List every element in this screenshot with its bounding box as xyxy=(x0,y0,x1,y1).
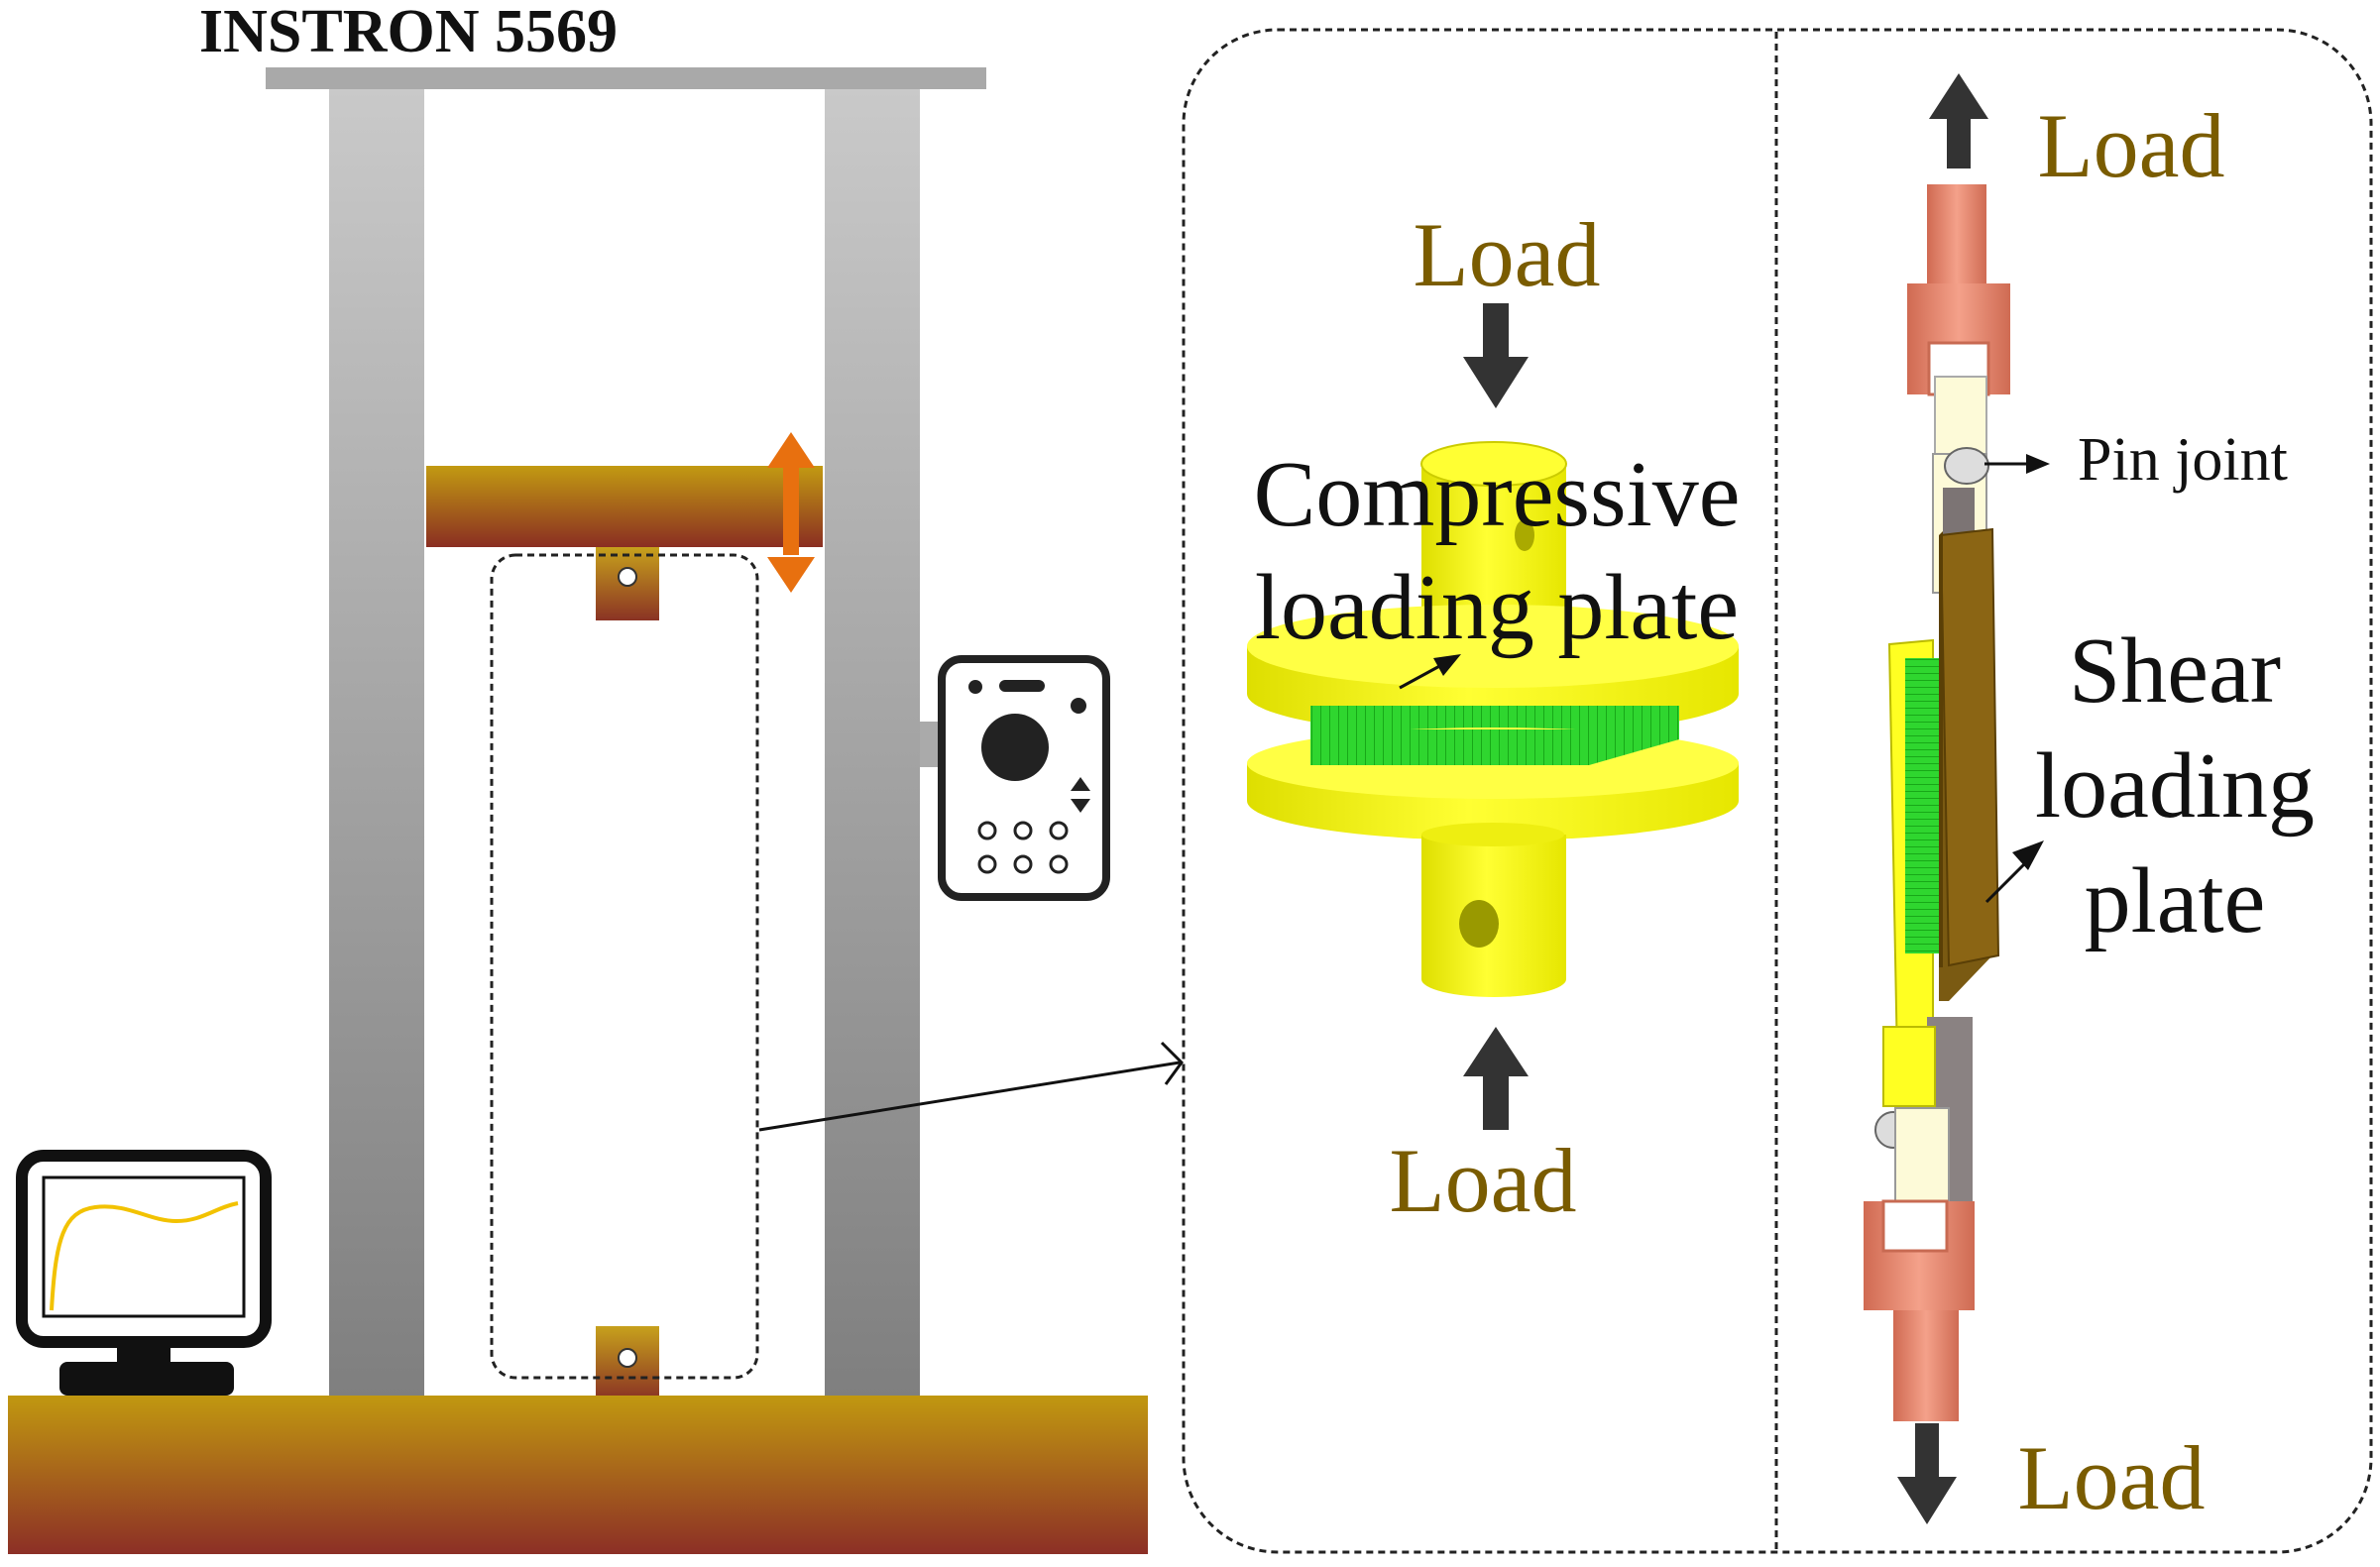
callout-line xyxy=(758,1061,1181,1132)
compression-fixture: Load Compressive loading plate xyxy=(1247,204,1740,1231)
specimen-zone-outline xyxy=(490,553,759,1380)
compression-label-line1: Compressive xyxy=(1254,443,1741,546)
machine-title: INSTRON 5569 xyxy=(199,0,618,65)
compression-label-line2: loading plate xyxy=(1255,556,1739,659)
shear-pin-label: Pin joint xyxy=(2078,426,2288,494)
machine-left-column xyxy=(329,89,424,1398)
testing-machine: INSTRON 5569 xyxy=(8,0,1184,1554)
shear-top-load-label: Load xyxy=(2037,95,2224,196)
lower-grip xyxy=(596,1326,659,1399)
compression-pointer-line xyxy=(1399,662,1444,690)
upper-grip xyxy=(596,547,659,620)
shear-pointer-line xyxy=(1984,858,2030,904)
down-arrow-icon xyxy=(1897,1423,1957,1524)
machine-base xyxy=(8,1396,1148,1554)
shear-fixture: Load Pin joint Shear loading plate xyxy=(1864,73,2315,1528)
machine-crosshead xyxy=(426,466,823,547)
callout-arrowhead xyxy=(1160,1041,1184,1085)
controller-icon xyxy=(920,655,1110,901)
shear-upper-clevis xyxy=(1927,184,1986,283)
shear-label-line1: Shear xyxy=(2069,619,2281,723)
up-arrow-icon xyxy=(1463,1027,1529,1130)
shear-honeycomb-core xyxy=(1905,658,1941,953)
up-down-arrow-icon xyxy=(767,432,815,593)
detail-panel xyxy=(1182,28,2373,1554)
shear-label-line3: plate xyxy=(2085,849,2266,952)
compression-bottom-load-label: Load xyxy=(1389,1130,1576,1231)
shear-bottom-load-label: Load xyxy=(2017,1427,2205,1528)
down-arrow-icon xyxy=(1463,303,1529,408)
monitor-icon xyxy=(16,1150,272,1396)
shear-label-line2: loading xyxy=(2035,734,2315,838)
up-arrow-icon xyxy=(1929,73,1988,168)
machine-right-column xyxy=(825,89,920,1398)
machine-top-beam xyxy=(266,67,986,89)
compression-top-load-label: Load xyxy=(1413,204,1600,305)
